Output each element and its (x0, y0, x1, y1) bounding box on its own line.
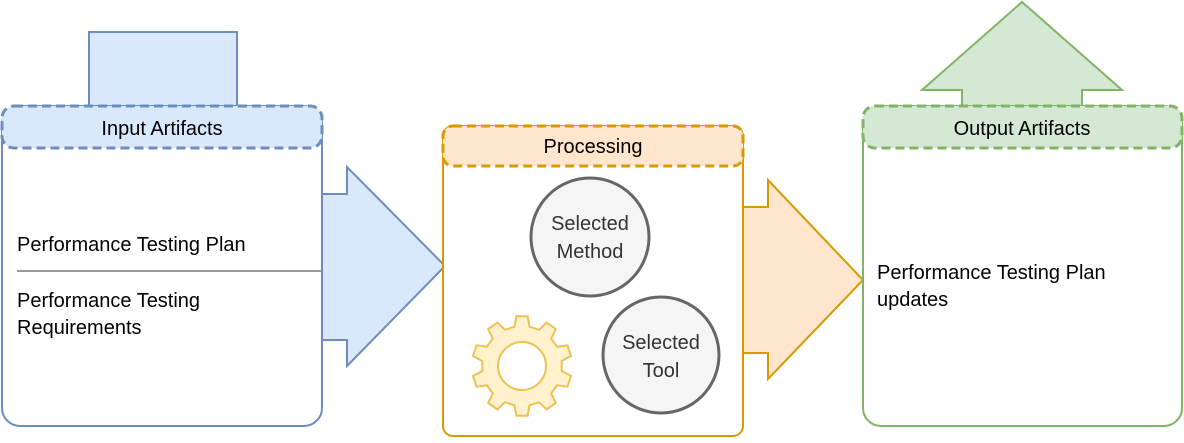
processing-header-bar (441, 124, 745, 168)
selected-method-line2: Method (557, 241, 624, 263)
processing-to-output-arrow (742, 177, 865, 382)
processing-group: Processing Selected Method Selected Tool (441, 124, 745, 437)
gear-icon (471, 315, 573, 417)
processing-header: Processing (544, 136, 643, 158)
gear-shape (471, 315, 573, 417)
input-item-requirements-line2: Requirements (17, 317, 142, 339)
selected-method-line1: Selected (551, 213, 629, 235)
input-artifacts-group: Input Artifacts Performance Testing Plan… (0, 31, 324, 427)
output-up-arrow (919, 0, 1125, 111)
output-artifacts-header-bar (861, 104, 1184, 150)
input-artifacts-header: Input Artifacts (101, 118, 222, 140)
output-artifacts-header: Output Artifacts (954, 118, 1091, 140)
input-artifacts-header-bar (0, 104, 324, 150)
selected-method-circle (529, 176, 651, 298)
output-artifacts-group: Output Artifacts Performance Testing Pla… (861, 0, 1184, 427)
input-artifacts-container (1, 105, 323, 427)
selected-tool-line2: Tool (643, 360, 680, 382)
selected-tool-line1: Selected (622, 332, 700, 354)
output-item-line1: Performance Testing Plan (877, 262, 1106, 284)
input-top-tab (88, 31, 238, 113)
output-item-line2: updates (877, 289, 948, 311)
input-item-performance-testing-plan: Performance Testing Plan (17, 234, 246, 256)
input-item-requirements-line1-text: Performance Testing (17, 290, 200, 312)
selected-tool-circle (601, 295, 721, 415)
input-to-processing-arrow (321, 164, 447, 369)
